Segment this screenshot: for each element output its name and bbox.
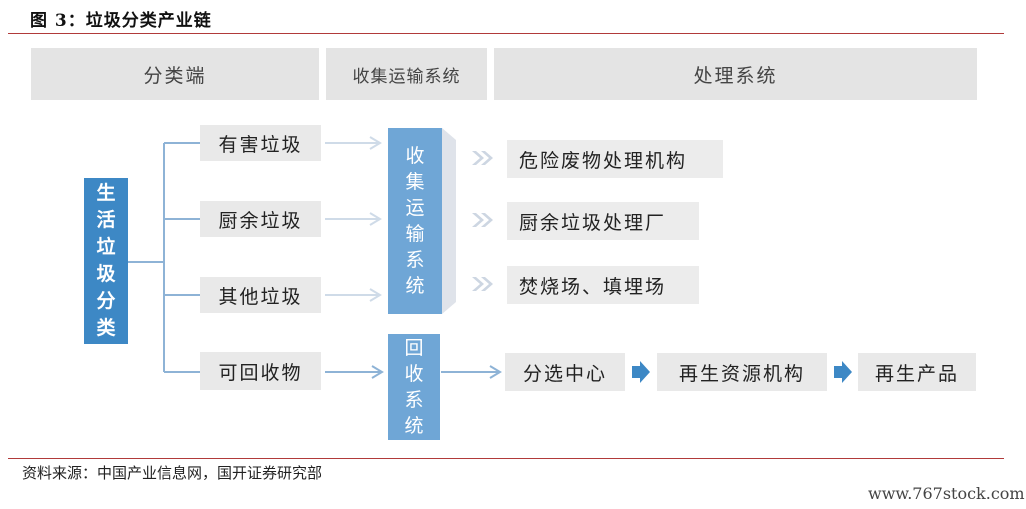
sorting-center: 分选中心 bbox=[505, 353, 625, 391]
header-classification: 分类端 bbox=[31, 48, 319, 100]
category-recyclable: 可回收物 bbox=[200, 352, 321, 390]
header-treatment: 处理系统 bbox=[494, 48, 977, 100]
collection-transport-system: 收 集 运 输 系 统 bbox=[388, 128, 442, 314]
arrow-head-4 bbox=[371, 365, 384, 379]
block-arrow-2 bbox=[834, 361, 852, 383]
title-divider bbox=[8, 33, 1004, 34]
chevron-1a bbox=[472, 151, 484, 165]
destination-hazardous-facility: 危险废物处理机构 bbox=[507, 140, 723, 178]
destination-kitchen-plant: 厨余垃圾处理厂 bbox=[507, 202, 699, 240]
collection-box-side bbox=[442, 128, 456, 314]
chevron-1b bbox=[481, 151, 493, 165]
root-node-living-waste-classification: 生 活 垃 圾 分 类 bbox=[84, 178, 128, 344]
chevron-3a bbox=[472, 277, 484, 291]
block-arrow-1 bbox=[632, 361, 650, 383]
arrow-head-1 bbox=[369, 136, 382, 150]
category-other: 其他垃圾 bbox=[200, 277, 321, 313]
arrow-head-5 bbox=[489, 365, 502, 379]
figure-title: 图 3：垃圾分类产业链 bbox=[30, 11, 212, 31]
source-note: 资料来源：中国产业信息网，国开证券研究部 bbox=[22, 464, 323, 482]
chevron-2a bbox=[472, 213, 484, 227]
source-divider bbox=[8, 458, 1004, 459]
destination-incineration-landfill: 焚烧场、填埋场 bbox=[507, 266, 699, 304]
recycled-products: 再生产品 bbox=[858, 353, 976, 391]
watermark: www.767stock.com bbox=[868, 484, 1025, 503]
chevron-3b bbox=[481, 277, 493, 291]
header-transport: 收集运输系统 bbox=[326, 48, 487, 100]
category-hazardous: 有害垃圾 bbox=[200, 125, 321, 161]
arrow-head-3 bbox=[369, 288, 382, 302]
renewable-resource-agency: 再生资源机构 bbox=[657, 353, 827, 391]
arrow-head-2 bbox=[369, 212, 382, 226]
recycling-system: 回 收 系 统 bbox=[388, 334, 440, 440]
category-kitchen: 厨余垃圾 bbox=[200, 201, 321, 237]
chevron-2b bbox=[481, 213, 493, 227]
